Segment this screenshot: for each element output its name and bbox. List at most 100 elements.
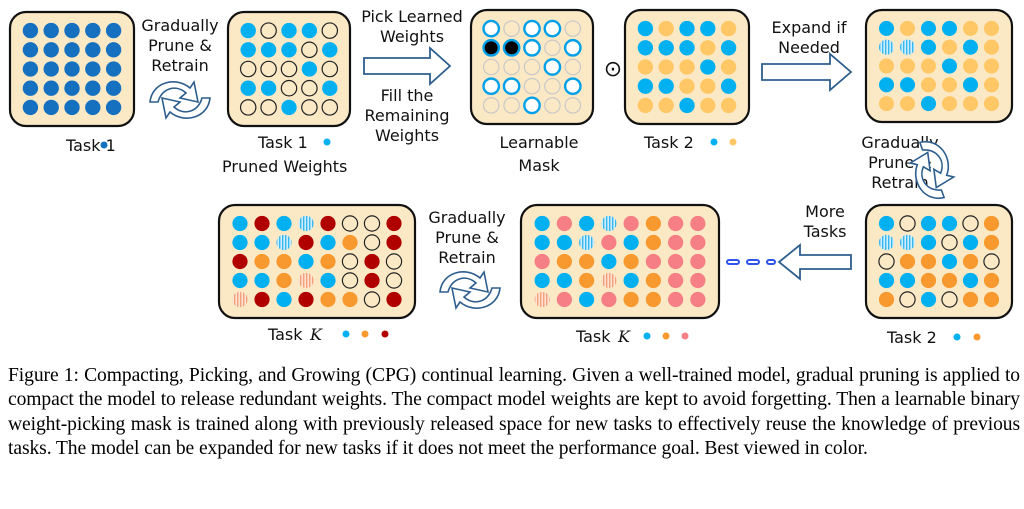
weight-task1 [623, 234, 639, 251]
weight-task1 [22, 99, 39, 116]
weight-task1 [232, 272, 248, 289]
weight-task1 [301, 61, 318, 77]
step-more-tasks: More Tasks [803, 202, 847, 241]
weight-taskk [254, 291, 270, 308]
weight-task1 [85, 61, 101, 77]
weight-task1 [322, 80, 338, 96]
weight-released [385, 253, 403, 270]
weight-task1 [556, 234, 572, 251]
panel-frame [226, 10, 352, 128]
step-text: Retrain [871, 173, 928, 192]
weight-task1 [679, 40, 695, 56]
panel-frame [864, 8, 1014, 124]
weight-task1 [962, 272, 979, 289]
weight-task1 [899, 77, 916, 93]
weight-task1 [281, 99, 297, 116]
weight-task2 [579, 253, 595, 270]
mask-unpicked [544, 97, 561, 114]
weight-released [899, 215, 916, 232]
weight-expanded [601, 272, 617, 289]
weight-task2 [320, 291, 336, 308]
weight-released [878, 253, 895, 270]
weight-task2 [556, 253, 572, 270]
weight-task1 [22, 61, 39, 77]
weight-task2 [878, 291, 895, 308]
weight-task1 [920, 215, 937, 232]
weight-released [341, 272, 359, 289]
step-text: Gradually [428, 208, 505, 227]
retrain-cycle-icon [908, 140, 956, 200]
weight-taskk [298, 291, 314, 308]
weight-task1 [105, 22, 122, 39]
weight-task1 [920, 20, 937, 36]
weight-released [341, 215, 359, 232]
step-fill: Fill the Remaining Weights [365, 86, 450, 145]
weight-task1 [534, 272, 550, 289]
weight-task2 [941, 39, 958, 55]
weight-task2 [962, 96, 979, 112]
mask-picked [563, 38, 582, 57]
weight-task1 [556, 272, 572, 289]
weight-taskk [623, 215, 639, 232]
weight-task1 [22, 22, 39, 39]
weight-taskk [690, 272, 706, 289]
legend-dot-task1 [643, 332, 651, 340]
weight-taskk [668, 215, 684, 232]
weight-task1 [64, 42, 80, 58]
weight-task2 [637, 97, 654, 114]
weight-task1 [878, 77, 895, 93]
weight-task2 [941, 77, 958, 93]
weight-task2 [276, 253, 292, 270]
weight-taskk [298, 234, 314, 251]
weight-taskk [690, 253, 706, 270]
weight-task1 [623, 272, 639, 289]
weight-released [239, 99, 257, 116]
weight-released [301, 41, 318, 59]
weight-task2 [983, 77, 1000, 93]
mask-picked [502, 77, 521, 96]
weight-task2 [720, 59, 737, 75]
step-text: Retrain [438, 248, 495, 267]
weight-task2 [920, 272, 937, 289]
weight-released [941, 234, 958, 251]
mask-unpicked [523, 58, 541, 76]
panel-taskk-mid [519, 203, 721, 320]
mask-picked [543, 19, 562, 38]
weight-task1 [941, 20, 958, 36]
mask-picked [482, 77, 501, 96]
weight-task1 [301, 22, 318, 39]
weight-task2 [983, 58, 1000, 74]
panel-label-mask: Mask [518, 156, 560, 175]
weight-task2 [878, 58, 895, 74]
weight-task2 [645, 215, 661, 232]
step-text: Prune & [148, 36, 212, 55]
weight-task1 [43, 80, 59, 96]
weight-task1 [962, 77, 979, 93]
weight-task2 [962, 291, 979, 308]
weight-task2 [658, 97, 674, 114]
weight-task2 [941, 96, 958, 112]
weight-taskk [364, 272, 380, 289]
weight-task1 [64, 61, 80, 77]
weight-task2 [700, 40, 716, 56]
weight-task1 [637, 78, 654, 94]
weight-released [363, 215, 381, 232]
weight-task1 [920, 234, 937, 251]
ellipsis-dashes [726, 259, 776, 265]
figure-caption: Figure 1: Compacting, Picking, and Growi… [8, 365, 1020, 460]
mask-unpicked [544, 39, 561, 57]
legend-dot-task1 [100, 141, 108, 149]
step-pick: Pick Learned Weights [361, 7, 463, 46]
weight-task2 [700, 78, 716, 94]
legend-dot-task2 [662, 332, 670, 340]
weight-released [962, 215, 979, 232]
weight-taskk [668, 272, 684, 289]
mask-unpicked [564, 58, 582, 76]
weight-task1 [281, 22, 297, 39]
weight-task1 [700, 20, 716, 37]
arrow-left-icon [777, 243, 852, 281]
weight-task1 [637, 40, 654, 56]
legend-dot-task1 [953, 333, 961, 341]
weight-task1 [64, 80, 80, 96]
weight-task1 [22, 80, 39, 96]
